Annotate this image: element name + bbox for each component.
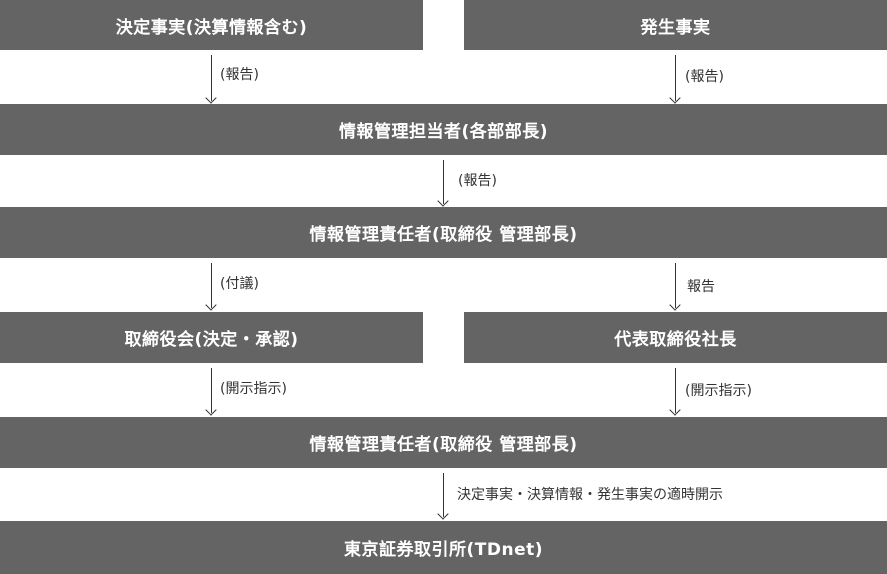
info-responsible-box-2: 情報管理責任者(取締役 管理部長) (0, 417, 887, 468)
tse-label: 東京証券取引所(TDnet) (343, 540, 543, 560)
president-box: 代表取締役社長 (464, 312, 887, 363)
arrow-down-left-3 (211, 368, 212, 413)
arrow-label-report-right: (報告) (685, 69, 724, 85)
arrow-label-report-left: (報告) (220, 67, 259, 83)
arrow-down-left-2 (211, 263, 212, 308)
arrow-down-center-2 (443, 473, 444, 517)
info-manager-dept-label: 情報管理担当者(各部部長) (338, 122, 549, 142)
arrow-down-left-1 (211, 55, 212, 101)
info-manager-dept-box: 情報管理担当者(各部部長) (0, 104, 887, 155)
info-responsible-label-2: 情報管理責任者(取締役 管理部長) (309, 435, 578, 455)
arrow-down-right-3 (675, 368, 676, 413)
decision-facts-box: 決定事実(決算情報含む) (0, 0, 423, 50)
arrow-label-final: 決定事実・決算情報・発生事実の適時開示 (457, 487, 723, 503)
tse-box: 東京証券取引所(TDnet) (0, 521, 887, 574)
arrow-down-center-1 (443, 160, 444, 204)
president-label: 代表取締役社長 (614, 330, 737, 350)
board-label: 取締役会(決定・承認) (124, 330, 299, 350)
arrow-down-right-1 (675, 55, 676, 101)
arrow-label-report-plain: 報告 (687, 279, 715, 295)
info-responsible-label-1: 情報管理責任者(取締役 管理部長) (309, 225, 578, 245)
arrow-label-submit: (付議) (220, 276, 259, 292)
arrow-label-report-center: (報告) (458, 173, 497, 189)
arrow-down-right-2 (675, 263, 676, 308)
decision-facts-label: 決定事実(決算情報含む) (115, 17, 308, 38)
arrow-label-disclose-right: (開示指示) (685, 383, 752, 399)
occurrence-facts-label: 発生事実 (640, 17, 711, 38)
info-responsible-box-1: 情報管理責任者(取締役 管理部長) (0, 207, 887, 258)
board-box: 取締役会(決定・承認) (0, 312, 423, 363)
occurrence-facts-box: 発生事実 (464, 0, 887, 50)
arrow-label-disclose-left: (開示指示) (220, 381, 287, 397)
